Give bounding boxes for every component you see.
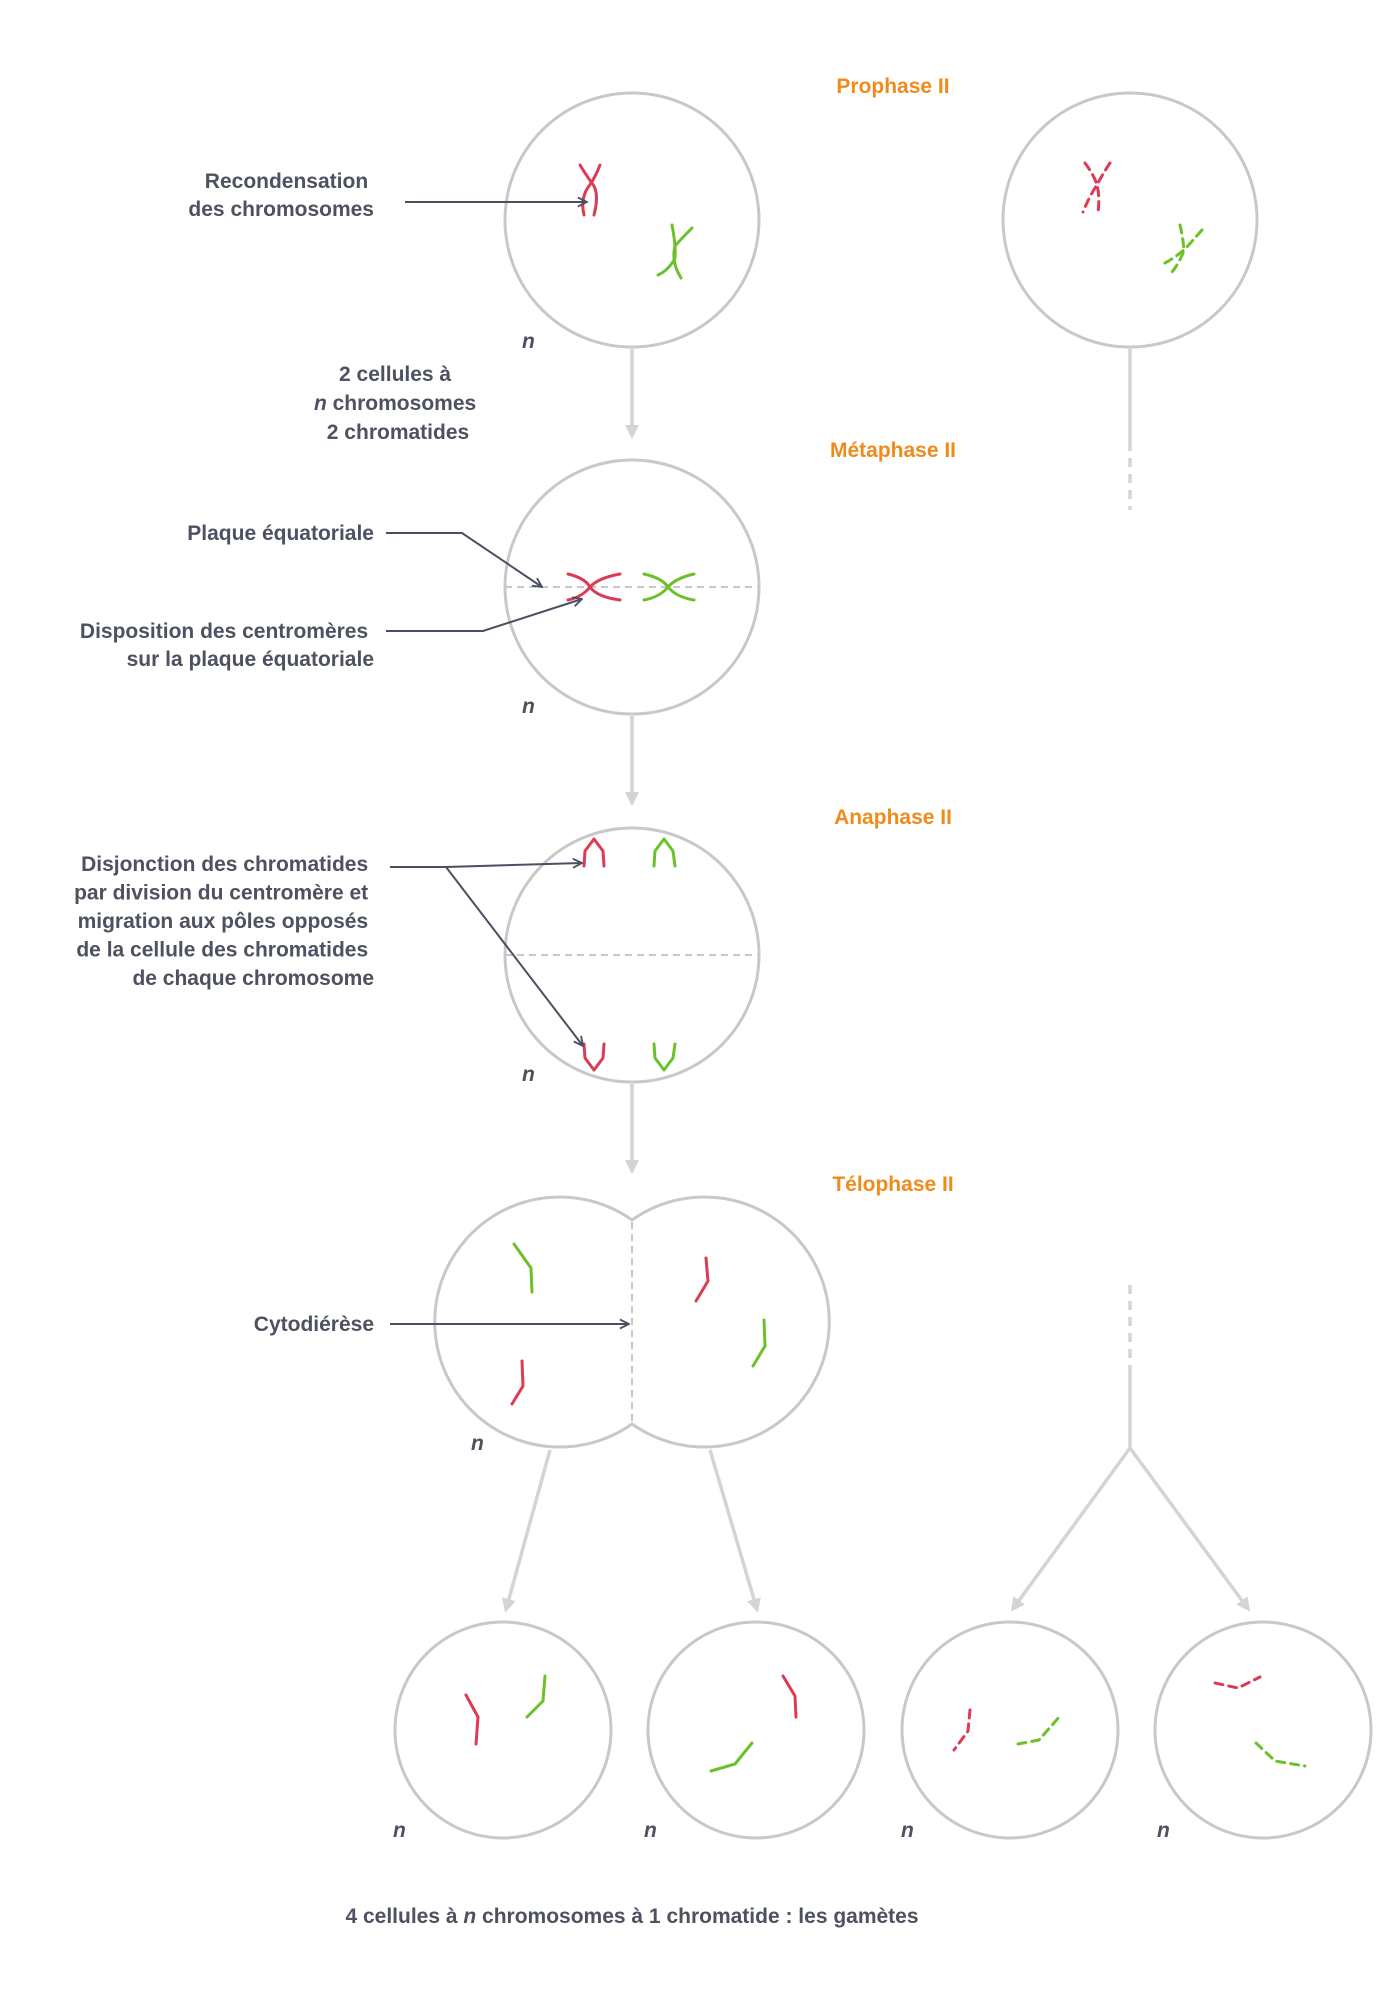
disposition-centromeres-label: Disposition des centromères sur la plaqu… [80, 620, 374, 671]
ploidy-n-gamete-2: n [644, 1819, 657, 1842]
telophase-right-green-chromatid [751, 1318, 767, 1368]
phase-title-prophase: Prophase II [836, 75, 949, 98]
ploidy-n-gamete-3: n [901, 1819, 914, 1842]
disjonction-pointer-bottom [445, 866, 583, 1046]
recondensation-label: Recondensation des chromosomes [188, 170, 374, 221]
prophase-second-green-chromosome [1161, 223, 1204, 274]
gamete-cell-4 [1153, 1620, 1373, 1840]
anaphase-red-chromatid-bottom [582, 1042, 606, 1072]
telophase-right-red-chromatid [694, 1256, 710, 1303]
disjonction-chromatides-label: Disjonction des chromatides par division… [74, 853, 374, 990]
flow-arrow-telophase-to-gamete-2 [708, 1449, 761, 1613]
ploidy-n-gamete-4: n [1157, 1819, 1170, 1842]
disposition-centromeres-pointer [386, 599, 582, 632]
flow-arrow-right-branch-to-gamete-4 [1128, 1446, 1251, 1612]
anaphase-red-chromatid-top [582, 837, 606, 868]
phase-title-anaphase: Anaphase II [834, 806, 952, 829]
flow-arrow-telophase-to-gamete-1 [502, 1449, 552, 1613]
prophase-green-chromosome [656, 223, 694, 280]
disjonction-pointer-top [445, 863, 582, 867]
ploidy-n-anaphase: n [522, 1063, 535, 1086]
intermediate-cells-label: 2 cellules à n chromosomes 2 chromatides [314, 363, 482, 444]
gametes-footer-label: 4 cellules à n chromosomes à 1 chromatid… [345, 1905, 918, 1928]
prophase-cell-second [1001, 91, 1259, 349]
telophase-left-red-chromatid [510, 1359, 525, 1406]
phase-title-telophase: Télophase II [832, 1173, 953, 1196]
phase-title-metaphase: Métaphase II [830, 439, 956, 462]
prophase-second-red-chromosome [1081, 161, 1112, 214]
metaphase-green-chromosome [642, 572, 696, 602]
flow-arrow-right-branch-to-gamete-3 [1010, 1446, 1132, 1612]
telophase-dividing-cell [433, 1195, 831, 1449]
anaphase-green-chromatid-top [652, 837, 677, 868]
gamete-cell-3 [900, 1620, 1120, 1840]
ploidy-n-telophase: n [471, 1432, 484, 1455]
prophase-cell [503, 91, 761, 349]
gamete-cell-1 [393, 1620, 613, 1840]
cytodierese-label: Cytodiérèse [254, 1313, 374, 1336]
ploidy-n-prophase: n [522, 330, 535, 353]
plaque-equatoriale-pointer [386, 532, 542, 587]
plaque-equatoriale-label: Plaque équatoriale [187, 522, 374, 545]
ploidy-n-gamete-1: n [393, 1819, 406, 1842]
gamete-cell-2 [646, 1620, 866, 1840]
anaphase-green-chromatid-bottom [652, 1042, 677, 1072]
telophase-left-green-chromatid [512, 1242, 534, 1294]
prophase-red-chromosome [578, 163, 602, 217]
ploidy-n-metaphase: n [522, 695, 535, 718]
